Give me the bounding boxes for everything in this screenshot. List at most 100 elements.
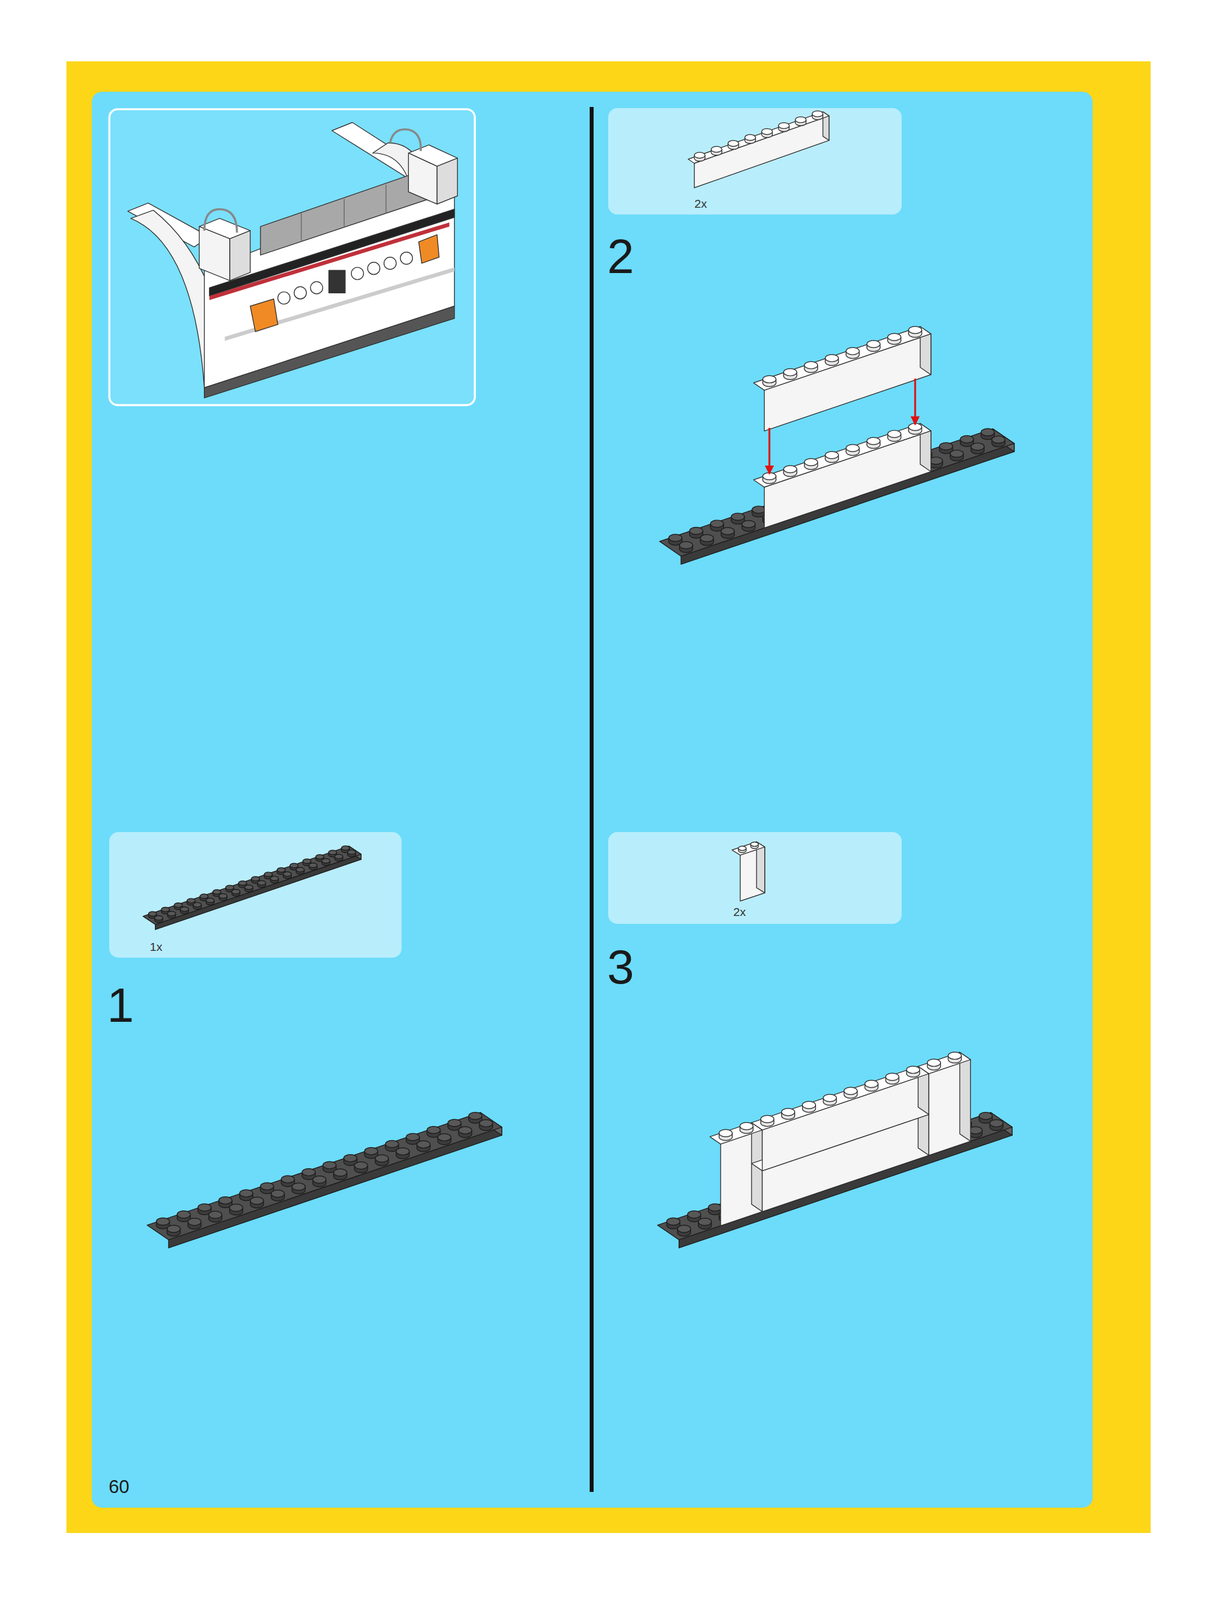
brick-face bbox=[764, 430, 931, 529]
stud bbox=[295, 870, 297, 873]
stud bbox=[778, 125, 779, 129]
stud bbox=[778, 125, 790, 129]
stud bbox=[334, 857, 343, 862]
stud bbox=[161, 909, 169, 912]
stud bbox=[468, 1112, 482, 1121]
stud bbox=[845, 444, 859, 452]
stud bbox=[281, 1175, 294, 1184]
stud bbox=[277, 867, 285, 873]
stud bbox=[364, 1147, 378, 1156]
brick-1x8 bbox=[753, 326, 931, 432]
stud bbox=[156, 914, 157, 917]
stud bbox=[758, 844, 759, 848]
stud bbox=[812, 110, 823, 117]
stud bbox=[177, 1211, 191, 1219]
stud bbox=[296, 867, 305, 873]
stud bbox=[206, 898, 215, 903]
stud bbox=[426, 1126, 440, 1135]
stud bbox=[689, 527, 703, 535]
brick-face bbox=[732, 841, 765, 856]
stud bbox=[315, 857, 324, 862]
stud bbox=[270, 878, 279, 884]
subassembly-model bbox=[127, 122, 458, 399]
stud bbox=[282, 874, 284, 877]
stud bbox=[341, 848, 350, 851]
stud bbox=[193, 905, 202, 910]
stud bbox=[349, 848, 350, 851]
stud bbox=[156, 1218, 170, 1226]
stud bbox=[825, 354, 839, 363]
stud bbox=[805, 119, 807, 123]
stud bbox=[316, 865, 318, 868]
part-quantity: 2x bbox=[733, 905, 746, 919]
stud bbox=[795, 116, 806, 123]
stud bbox=[728, 143, 739, 150]
stud bbox=[257, 883, 266, 886]
stud bbox=[218, 1197, 232, 1205]
stud bbox=[259, 879, 260, 882]
stud bbox=[303, 859, 311, 864]
stud bbox=[264, 874, 273, 880]
stud bbox=[341, 845, 350, 851]
stud bbox=[711, 146, 723, 153]
stud bbox=[250, 1197, 264, 1205]
stud bbox=[212, 892, 213, 895]
stud bbox=[231, 892, 233, 895]
part-quantity: 2x bbox=[694, 197, 707, 211]
stud bbox=[162, 918, 163, 921]
stud bbox=[291, 874, 292, 877]
stud bbox=[257, 883, 266, 888]
stud bbox=[232, 889, 240, 895]
stud bbox=[761, 131, 773, 135]
stud bbox=[328, 852, 337, 858]
stud bbox=[761, 131, 763, 135]
stud bbox=[167, 914, 168, 917]
stud bbox=[323, 857, 324, 860]
plate-2x16 bbox=[659, 428, 1015, 565]
stud bbox=[720, 527, 734, 536]
part-brick-1x8 bbox=[688, 110, 830, 189]
part-quantity: 1x bbox=[149, 940, 163, 954]
brick-face bbox=[710, 1123, 763, 1145]
stud bbox=[186, 901, 195, 904]
stud bbox=[772, 131, 773, 135]
stud bbox=[269, 878, 271, 881]
stud bbox=[186, 898, 195, 904]
stud bbox=[668, 534, 682, 542]
stud bbox=[741, 520, 755, 528]
stud bbox=[322, 1161, 336, 1170]
stud bbox=[761, 131, 773, 138]
stud bbox=[179, 909, 181, 912]
stud bbox=[238, 883, 247, 886]
stud bbox=[208, 1211, 222, 1219]
stud bbox=[795, 119, 806, 126]
stud bbox=[347, 850, 356, 855]
stud bbox=[738, 143, 739, 147]
stud bbox=[750, 844, 759, 848]
stud bbox=[251, 879, 252, 882]
stud bbox=[205, 900, 207, 903]
stud bbox=[375, 1155, 389, 1163]
stud bbox=[199, 896, 200, 899]
stud bbox=[186, 901, 187, 904]
stud bbox=[710, 149, 712, 153]
stud bbox=[750, 844, 751, 848]
stud bbox=[991, 435, 1005, 444]
stud bbox=[329, 861, 331, 864]
stud bbox=[246, 883, 247, 886]
placement-arrow bbox=[914, 379, 916, 426]
stud bbox=[303, 870, 305, 873]
stud bbox=[310, 861, 311, 864]
stud bbox=[761, 128, 773, 135]
brick-face bbox=[688, 112, 830, 164]
stud bbox=[309, 865, 318, 868]
stud bbox=[219, 896, 227, 899]
stud bbox=[168, 909, 170, 912]
stud bbox=[244, 887, 245, 890]
stud bbox=[479, 1120, 493, 1128]
stud bbox=[199, 896, 208, 899]
stud bbox=[289, 866, 291, 869]
step-models bbox=[146, 326, 1015, 1249]
